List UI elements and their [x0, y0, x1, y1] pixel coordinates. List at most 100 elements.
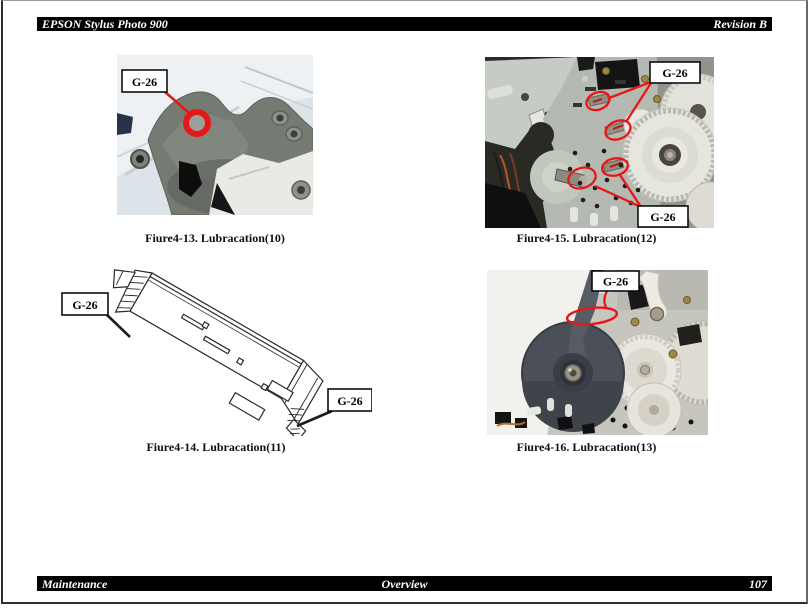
figure-caption: Fiure4-15. Lubracation(12): [516, 231, 657, 245]
shaft-highlight: [568, 368, 572, 372]
lubrication-point-circle: [183, 109, 211, 137]
chassis-face: [129, 272, 305, 400]
face-hole: [201, 321, 210, 330]
callout-leader-lines: [594, 80, 652, 209]
chassis-edge-line: [147, 279, 300, 368]
black-wedge: [211, 183, 235, 215]
grease-mark: [592, 98, 603, 103]
plate-slot: [573, 103, 582, 107]
plate-scallop: [528, 122, 554, 148]
callout-g26: G-26: [327, 388, 372, 412]
callout-leader-line: [163, 90, 190, 114]
callout-g26: G-26: [637, 205, 689, 228]
figure-lubrication-10: G-26 Fiure4-13. Lubracation(10): [117, 55, 313, 246]
gear-shaft-tip: [667, 152, 673, 158]
white-peg: [610, 206, 618, 221]
face-hole: [235, 357, 245, 366]
right-cap-line: [293, 377, 319, 419]
lubrication-10-photo: G-26: [117, 55, 313, 215]
figure-lubrication-11: G-26 G-26 Fiure4-14. Lubracation(11): [60, 268, 372, 455]
footer-page-number: 107: [749, 576, 768, 591]
lubrication-13-photo: G-26: [487, 270, 708, 435]
disc-lower-shade: [522, 381, 624, 432]
callout-g26: G-26: [121, 69, 168, 93]
gear-lower-hub: [649, 405, 659, 415]
header-product-title: EPSON Stylus Photo 900: [42, 17, 168, 31]
chassis-bottom-tab: [285, 418, 307, 436]
face-slot: [202, 335, 231, 355]
footer-section: Overview: [381, 576, 428, 591]
grease-mark: [612, 124, 625, 130]
white-part: [209, 151, 313, 215]
lubrication-11-drawing: G-26 G-26: [61, 269, 372, 436]
screw: [668, 349, 678, 359]
callout-label: G-26: [603, 275, 628, 289]
black-foam: [485, 183, 541, 228]
white-lever: [638, 270, 668, 320]
black-component: [595, 59, 640, 90]
white-peg: [565, 404, 572, 417]
callout-label: G-26: [337, 394, 362, 408]
dark-wedge: [117, 113, 133, 135]
chassis-drawing: [112, 269, 324, 436]
callout-label: G-26: [662, 66, 687, 80]
boss-hole: [297, 186, 305, 194]
callout-g26: G-26: [649, 61, 701, 84]
boss-hole: [136, 155, 144, 163]
footer-chapter: Maintenance: [42, 576, 108, 591]
callout-g26: G-26: [591, 270, 640, 292]
figure-caption: Fiure4-16. Lubracation(13): [516, 440, 657, 454]
chassis-edge-line: [149, 275, 302, 365]
header-revision: Revision B: [713, 17, 767, 31]
figure-lubrication-12: G-26 G-26 Fiure4-15. Lubracation(12): [485, 57, 714, 246]
left-cap-hatch: [118, 275, 148, 309]
lever-pin: [649, 306, 665, 322]
grey-housing: [485, 57, 577, 149]
black-component: [557, 416, 573, 430]
white-peg: [570, 207, 578, 222]
black-component: [577, 57, 595, 71]
screw: [602, 67, 610, 75]
screw: [582, 76, 588, 82]
callout-leader-line: [296, 409, 333, 428]
tab-bend-line: [115, 271, 124, 285]
face-slot: [180, 313, 206, 331]
black-component: [582, 423, 595, 434]
lubrication-12-photo: G-26 G-26: [485, 57, 714, 228]
header-bar: EPSON Stylus Photo 900 Revision B: [37, 17, 772, 31]
white-peg: [547, 398, 554, 411]
callout-label: G-26: [72, 298, 97, 312]
figure-caption: Fiure4-13. Lubracation(10): [145, 231, 285, 245]
screw: [683, 296, 691, 304]
screw: [630, 317, 640, 327]
background-line: [240, 80, 313, 110]
dark-slot: [179, 161, 202, 197]
background-line: [244, 66, 313, 94]
gear-shaft: [640, 365, 650, 375]
bottom-tab-hatch: [290, 428, 300, 435]
detached-piece: [228, 391, 266, 421]
footer-bar: Maintenance Overview 107: [37, 576, 772, 591]
white-part-edge: [228, 166, 270, 180]
screw: [641, 75, 649, 83]
black-connector: [495, 412, 511, 424]
lubrication-point-ellipse: [565, 306, 619, 326]
right-notch: [266, 379, 294, 403]
boss-hole: [290, 130, 298, 138]
face-hole: [260, 382, 269, 392]
plate-slot: [585, 87, 596, 91]
figure-caption: Fiure4-14. Lubracation(11): [146, 440, 286, 454]
lubrication-point-ellipses: [567, 90, 632, 190]
callout-label: G-26: [132, 75, 157, 89]
black-component: [677, 324, 702, 346]
boss-hole: [276, 114, 284, 122]
housing-hole: [521, 93, 529, 101]
plate-slot: [615, 80, 626, 84]
figure-lubrication-13: G-26 Fiure4-16. Lubracation(13): [487, 270, 708, 455]
chassis-left-tab: [112, 269, 136, 289]
housing-cylinder: [487, 85, 513, 99]
orange-wire: [496, 421, 526, 427]
white-peg: [590, 213, 598, 226]
gear-large-teeth: [623, 108, 714, 202]
